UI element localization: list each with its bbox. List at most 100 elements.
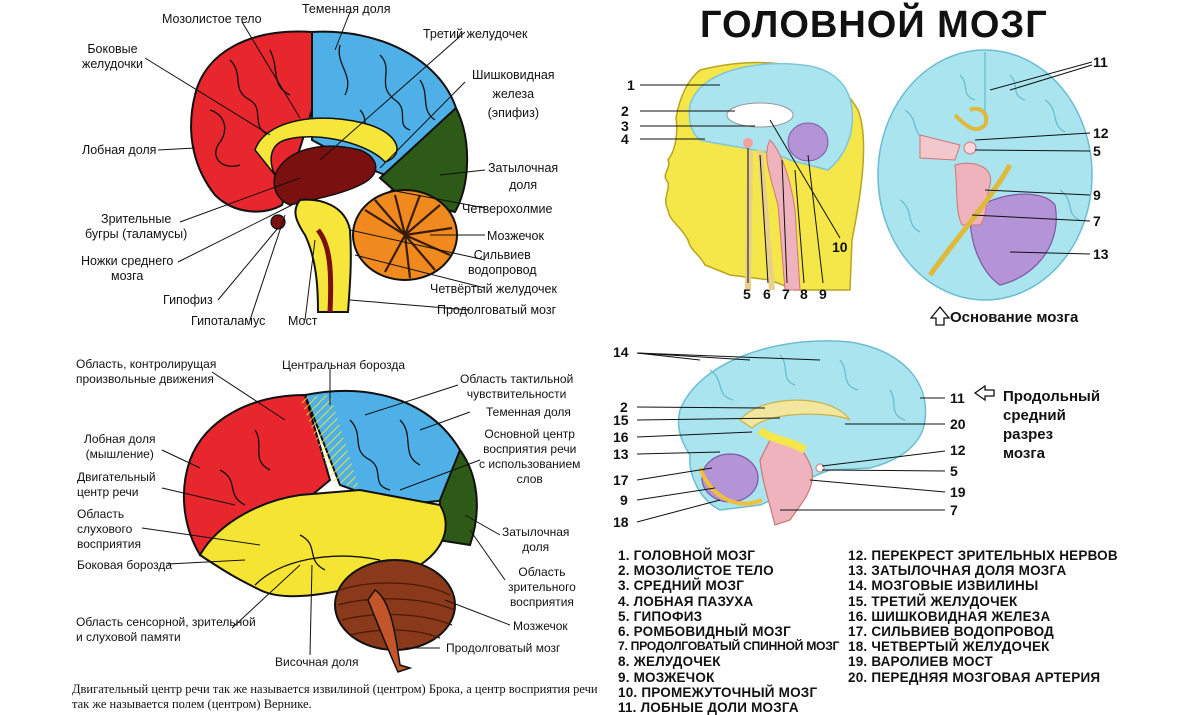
base-number: 9: [1093, 187, 1101, 203]
page-title: ГОЛОВНОЙ МОЗГ: [700, 4, 1048, 46]
head-number: 2: [621, 103, 629, 119]
label-pineal-gland: Шишковидная железа (эпифиз): [472, 68, 555, 120]
legend-item: 2. МОЗОЛИСТОЕ ТЕЛО: [618, 563, 774, 579]
label-motor-speech: Двигательный центр речи: [77, 470, 156, 499]
label-tectum: Четверохолмие: [462, 202, 553, 216]
legend-item: 1. ГОЛОВНОЙ МОЗГ: [618, 548, 756, 563]
brain-base-illustration: [877, 49, 1093, 326]
head-number: 4: [621, 131, 629, 147]
legend-item: 18. ЧЕТВЕРТЫЙ ЖЕЛУДОЧЕК: [848, 639, 1050, 655]
up-arrow-icon: [929, 305, 951, 326]
brainstem-shape: [294, 198, 352, 313]
head-number: 10: [832, 239, 848, 255]
midsection-caption: Продольный средний разрез мозга: [1003, 388, 1101, 462]
label-medulla-lateral: Продолговатый мозг: [446, 641, 561, 655]
label-voluntary-movement: Область, контролирущая произвольные движ…: [76, 357, 217, 386]
sagittal-brain-illustration: [144, 11, 486, 321]
label-pituitary: Гипофиз: [163, 293, 213, 307]
legend-item: 19. ВАРОЛИЕВ МОСТ: [848, 654, 993, 670]
cerebellum-shape: [787, 122, 829, 162]
legend-item: 5. ГИПОФИЗ: [618, 608, 703, 624]
legend-item: 4. ЛОБНАЯ ПАЗУХА: [618, 593, 754, 609]
hatched-motor-area: [300, 395, 360, 490]
label-lateral-ventricles: Боковые желудочки: [82, 42, 143, 71]
label-occipital-lobe: Затылочная доля: [488, 161, 559, 192]
head-number: 7: [782, 286, 790, 302]
midsection-number: 11: [950, 390, 965, 406]
legend-item: 20. ПЕРЕДНЯЯ МОЗГОВАЯ АРТЕРИЯ: [848, 669, 1101, 685]
label-thalamus: Зрительные бугры (таламусы): [85, 212, 188, 241]
label-visual-area: Область зрительного восприятия: [508, 565, 576, 609]
label-corpus-callosum: Мозолистое тело: [162, 12, 262, 26]
legend-item: 14. МОЗГОВЫЕ ИЗВИЛИНЫ: [848, 578, 1039, 594]
head-number: 1: [627, 77, 635, 93]
cerebellum-shape: [969, 193, 1057, 286]
label-frontal-lobe: Лобная доля: [82, 143, 157, 157]
base-number: 5: [1093, 143, 1101, 159]
label-auditory-area: Область слухового восприятия: [77, 507, 141, 551]
label-sylvian-aqueduct: Сильвиев водопровод: [468, 248, 537, 277]
legend-item: 17. СИЛЬВИЕВ ВОДОПРОВОД: [848, 624, 1054, 640]
label-pons: Мост: [288, 314, 318, 328]
midsection-number: 16: [613, 429, 629, 445]
head-number: 9: [819, 286, 827, 302]
label-occipital-lobe-lateral: Затылочная доля: [502, 525, 570, 554]
label-cerebellum-lateral: Мозжечок: [513, 619, 568, 633]
label-temporal-lobe: Височная доля: [275, 655, 359, 669]
figure-caption: Двигательный центр речи так же называетс…: [72, 682, 598, 711]
lateral-brain-illustration: [141, 368, 511, 673]
head-number: 6: [763, 286, 771, 302]
midsection-number: 2: [620, 399, 628, 415]
midsection-number: 19: [950, 484, 966, 500]
legend-item: 13. ЗАТЫЛОЧНАЯ ДОЛЯ МОЗГА: [848, 563, 1067, 579]
legend-item: 15. ТРЕТИЙ ЖЕЛУДОЧЕК: [848, 593, 1018, 609]
midsection-number: 15: [613, 412, 629, 428]
midsection-number: 14: [613, 344, 629, 360]
label-parietal-lobe-lateral: Теменная доля: [486, 405, 571, 419]
midsection-number: 9: [620, 492, 628, 508]
midsection-number: 7: [950, 502, 958, 518]
brainstem-shape: [766, 139, 801, 291]
brain-base-caption: Основание мозга: [950, 309, 1079, 326]
head-number: 8: [800, 286, 808, 302]
label-tactile-area: Область тактильной чувствительности: [460, 372, 574, 401]
midsection-number: 12: [950, 442, 966, 458]
midsection-number: 20: [950, 416, 966, 432]
label-cerebellum: Мозжечок: [487, 229, 544, 243]
left-arrow-icon: [973, 384, 995, 402]
midsection-number: 18: [613, 514, 629, 530]
midsection-number: 5: [950, 463, 958, 479]
legend-item: 6. РОМБОВИДНЫЙ МОЗГ: [618, 624, 791, 640]
label-medulla: Продолговатый мозг: [437, 303, 557, 317]
head-number: 5: [743, 286, 751, 302]
midsection-number: 13: [613, 446, 629, 462]
legend-item: 11. ЛОБНЫЕ ДОЛИ МОЗГА: [618, 700, 799, 715]
legend-item: 8. ЖЕЛУДОЧЕК: [618, 654, 721, 670]
midsagittal-brain-illustration: [636, 340, 995, 526]
legend-item: 16. ШИШКОВИДНАЯ ЖЕЛЕЗА: [848, 608, 1051, 624]
label-parietal-lobe: Теменная доля: [302, 2, 391, 16]
corpus-callosum-shape: [254, 117, 398, 176]
label-fourth-ventricle: Четвёртый желудочек: [430, 282, 557, 296]
base-number: 13: [1093, 246, 1109, 262]
legend-item: 3. СРЕДНИЙ МОЗГ: [618, 578, 745, 594]
base-number: 7: [1093, 213, 1101, 229]
label-third-ventricle: Третий желудочек: [423, 27, 528, 41]
corpus-callosum-shape: [726, 102, 794, 128]
head-number: 3: [621, 118, 629, 134]
occipital-lobe-region: [436, 447, 478, 547]
label-midbrain-peduncles: Ножки среднего мозга: [81, 254, 174, 283]
label-lateral-sulcus: Боковая борозда: [77, 558, 173, 572]
label-frontal-lobe-thinking: Лобная доля (мышление): [84, 432, 156, 461]
base-number: 11: [1093, 54, 1108, 70]
brainstem-shape: [367, 588, 413, 673]
head-section-illustration: [640, 61, 865, 291]
legend-item: 10. ПРОМЕЖУТОЧНЫЙ МОЗГ: [618, 684, 818, 700]
legend-item: 9. МОЗЖЕЧОК: [618, 669, 715, 685]
label-speech-perception: Основной центр восприятия речи с использ…: [479, 427, 581, 486]
label-central-sulcus: Центральная борозда: [282, 358, 406, 372]
legend-left: 1. ГОЛОВНОЙ МОЗГ 2. МОЗОЛИСТОЕ ТЕЛО 3. С…: [618, 548, 839, 715]
legend-item: 7. ПРОДОЛГОВАТЫЙ СПИННОЙ МОЗГ: [618, 639, 840, 654]
midsection-number: 17: [613, 472, 629, 488]
